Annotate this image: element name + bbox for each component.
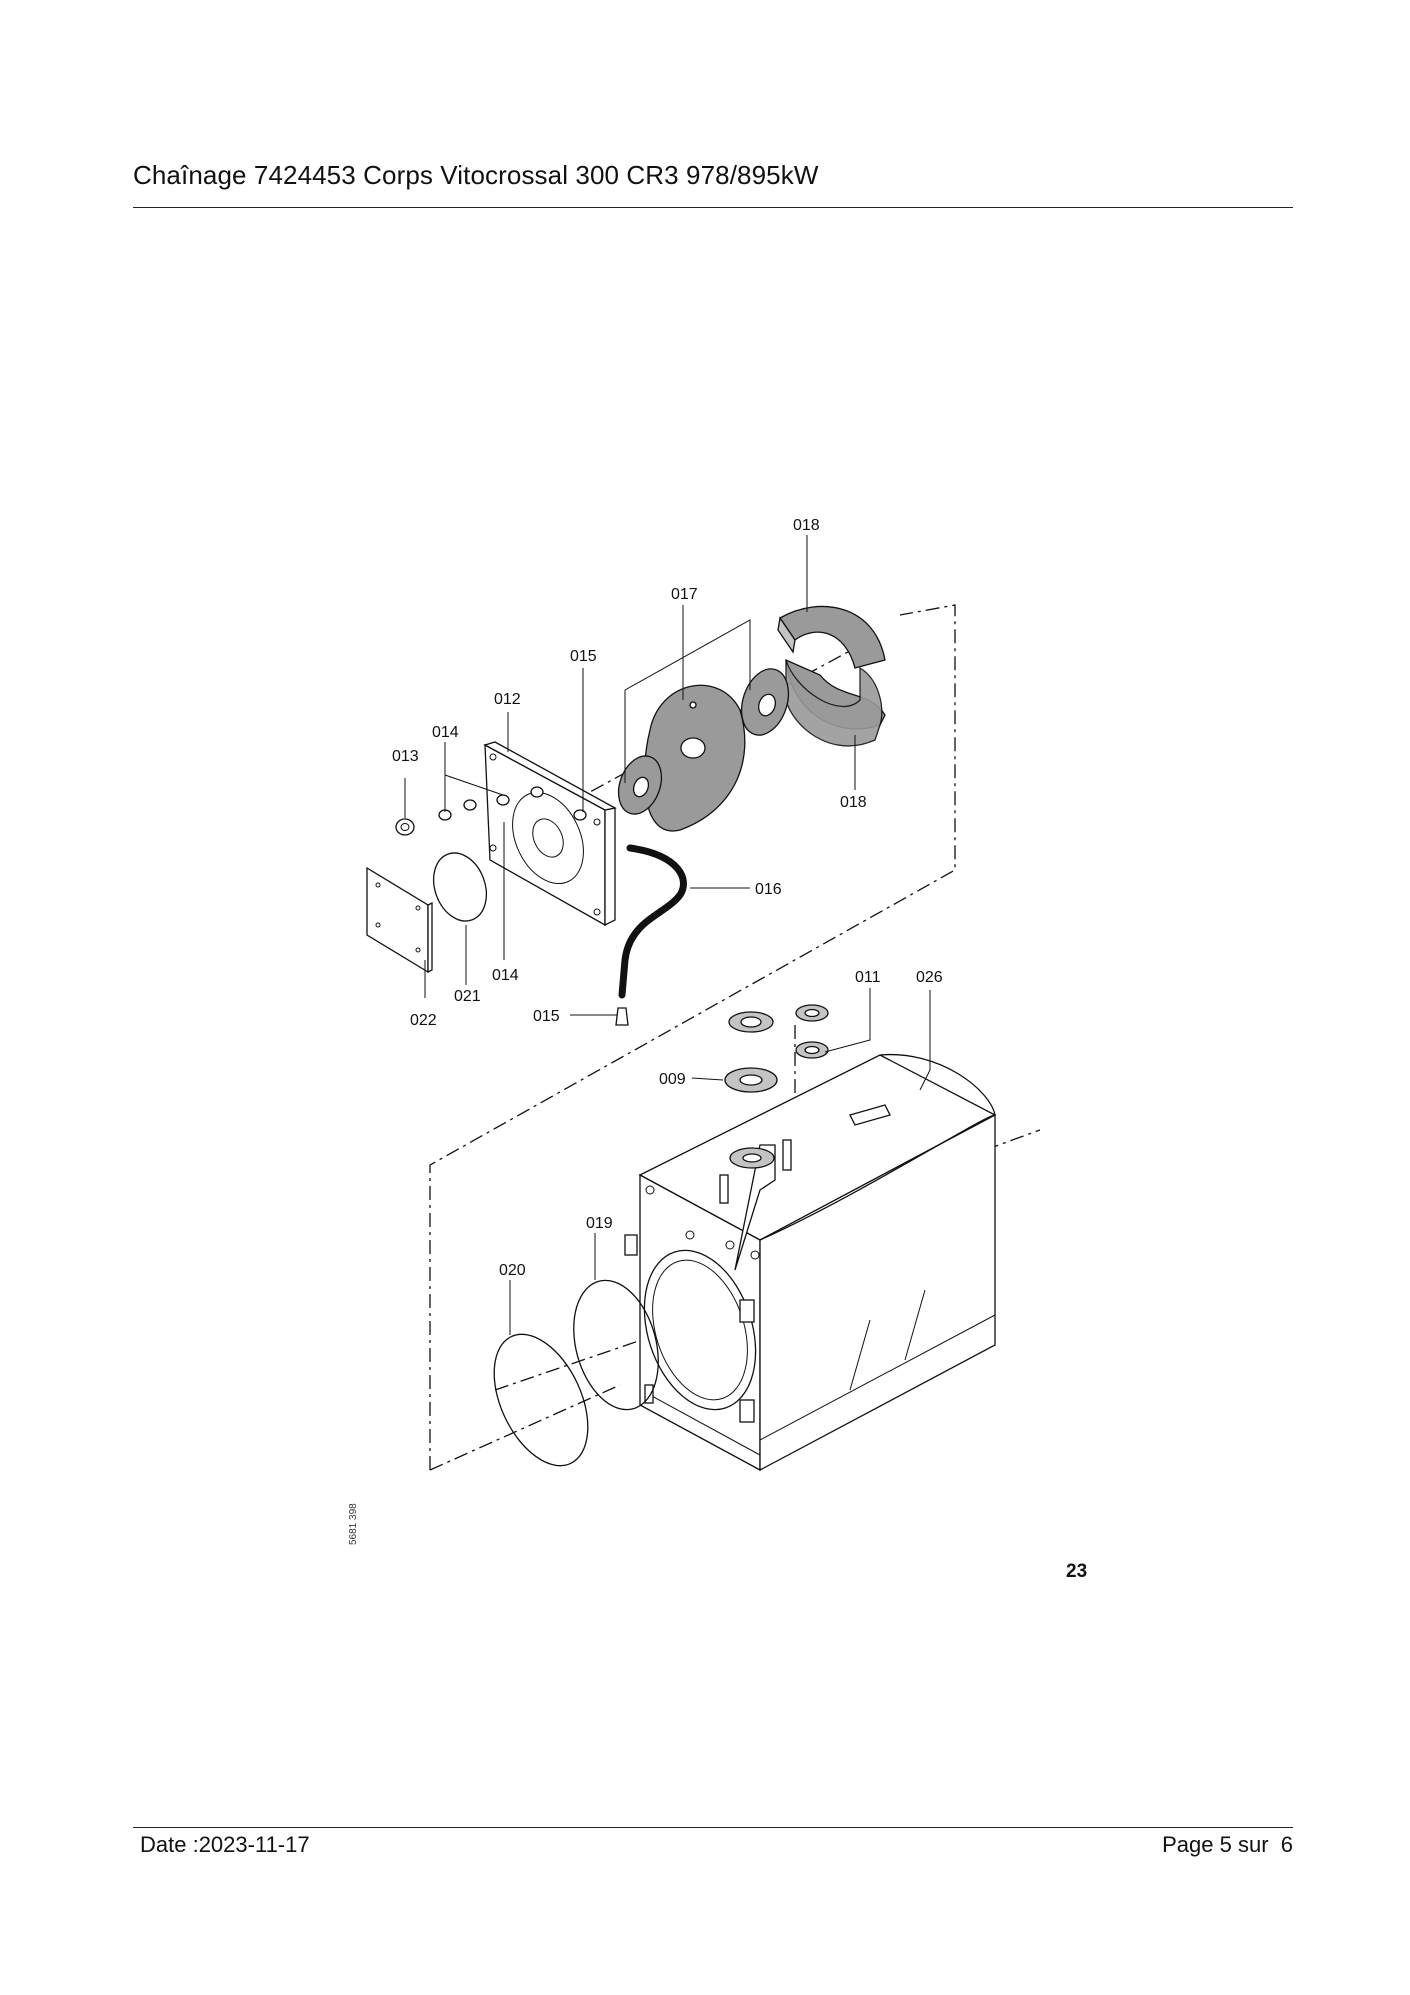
part-021-o-ring — [432, 852, 488, 922]
callout-015-bottom: 015 — [533, 1008, 560, 1025]
figure-number: 23 — [1066, 1561, 1087, 1582]
callout-021: 021 — [454, 988, 481, 1005]
assembly-frame — [429, 604, 956, 1471]
part-019-door-gasket — [573, 1279, 659, 1411]
callout-017: 017 — [671, 586, 698, 603]
part-017-burner-disk — [617, 668, 790, 832]
callout-020: 020 — [499, 1262, 526, 1279]
callout-026: 026 — [916, 969, 943, 986]
page-title: Chaînage 7424453 Corps Vitocrossal 300 C… — [133, 160, 819, 190]
part-022-cover-plate — [366, 866, 433, 974]
callout-014-bottom: 014 — [492, 967, 519, 984]
footer-date: Date :2023-11-17 — [140, 1832, 310, 1857]
part-016-cable — [615, 844, 687, 1026]
callout-012: 012 — [494, 691, 521, 708]
footer-page-number: Page 5 sur 6 — [1162, 1832, 1293, 1857]
leader-lines — [404, 535, 931, 1335]
callout-016: 016 — [755, 881, 782, 898]
part-018-insulation-halves — [777, 605, 886, 747]
boiler-body — [624, 1053, 997, 1472]
callout-022: 022 — [410, 1012, 437, 1029]
callout-011: 011 — [855, 969, 881, 986]
callout-009: 009 — [659, 1071, 686, 1088]
callout-014-top: 014 — [432, 724, 459, 741]
part-020-door-gasket — [493, 1333, 589, 1467]
callout-018-top: 018 — [793, 517, 820, 534]
lower-axis — [494, 1319, 701, 1391]
footer-rule — [133, 1827, 1293, 1828]
callout-015-top: 015 — [570, 648, 597, 665]
callout-013: 013 — [392, 748, 419, 765]
callout-019: 019 — [586, 1215, 613, 1232]
drawing-reference-number: 5681 398 — [348, 1503, 359, 1545]
part-009-011-top-fittings — [724, 1004, 829, 1131]
callout-018-bottom: 018 — [840, 794, 867, 811]
header-rule — [133, 207, 1293, 208]
